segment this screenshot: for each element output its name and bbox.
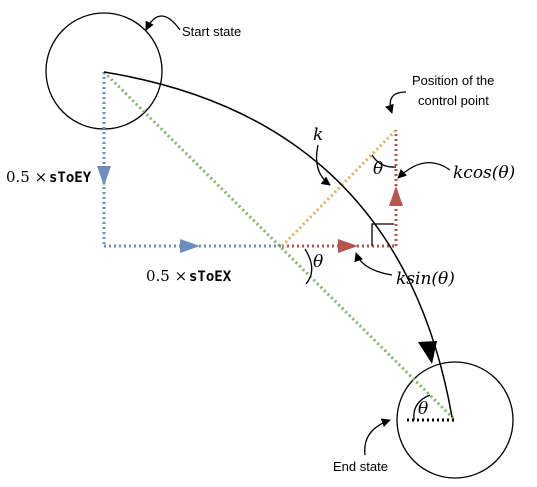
theta-end-label: θ [418, 399, 428, 419]
theta-control-label: θ [373, 159, 383, 179]
control-point-callout [385, 91, 407, 114]
red-vertical-arrowhead [389, 186, 403, 206]
theta-mid-label: θ [313, 252, 323, 272]
green-diagonal-line [102, 70, 457, 422]
k-callout [315, 144, 331, 186]
sToEX-coef-label: 0.5 × [146, 267, 187, 285]
sToEX-var-label: sToEX [189, 269, 232, 285]
blue-horizontal-arrowhead [180, 239, 200, 253]
blue-vertical-arrowhead [97, 166, 111, 186]
yellow-k-line [280, 128, 398, 248]
bezier-curve [103, 71, 453, 418]
control-point-label-line1: Position of the [412, 73, 494, 88]
kcos-callout [397, 162, 451, 179]
kcos-label: kcos(θ) [453, 163, 515, 183]
end-state-callout [364, 418, 391, 456]
start-state-callout [145, 15, 181, 31]
theta-arc-control [371, 154, 397, 168]
control-point-label-line2: control point [418, 93, 489, 108]
ksin-label: ksin(θ) [396, 269, 455, 289]
sToEY-coef-label: 0.5 × [6, 168, 47, 186]
red-horizontal-arrowhead [338, 239, 358, 253]
k-label: k [313, 125, 323, 145]
theta-arc-mid [304, 248, 313, 285]
end-state-label: End state [333, 459, 388, 474]
start-state-label: Start state [182, 24, 241, 39]
theta-arc-end [413, 394, 431, 421]
curve-arrowhead [418, 341, 437, 364]
ksin-callout [354, 252, 393, 276]
sToEY-var-label: sToEY [49, 170, 92, 186]
right-angle-marker [371, 223, 394, 246]
end-state-circle [396, 361, 514, 479]
